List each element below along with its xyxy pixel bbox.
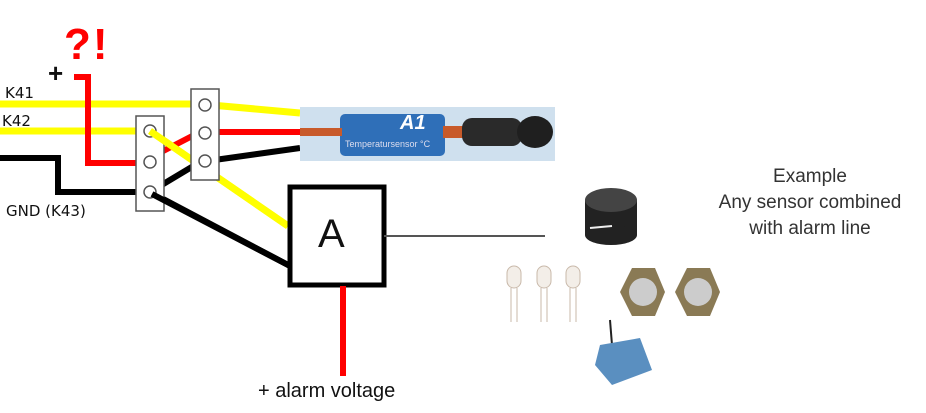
wireless-module-icon (595, 319, 652, 385)
plus-sign: + (48, 58, 64, 88)
question-mark-annotation: ?! (64, 20, 110, 69)
example-line-2: Any sensor combined (718, 192, 902, 213)
buzzer-icon (585, 188, 637, 245)
wire-gnd (0, 155, 150, 195)
wire-k41 (0, 100, 301, 117)
label-gnd: GND (K43) (6, 202, 86, 220)
sensor-name: Temperatursensor °C (345, 139, 431, 149)
temperature-sensor-image (300, 107, 555, 161)
connector-right (190, 88, 220, 181)
label-k42: K42 (2, 112, 31, 130)
power-led-icons (620, 268, 720, 316)
sensor-brand: A1 (400, 112, 426, 134)
alarm-voltage-label: + alarm voltage (258, 380, 396, 402)
example-line-3: with alarm line (749, 218, 871, 239)
alarm-box (287, 184, 387, 288)
example-line-1: Example (773, 166, 847, 187)
label-k41: K41 (5, 84, 34, 102)
example-text: Example Any sensor combined with alarm l… (690, 164, 926, 242)
alarm-box-label: A (318, 212, 345, 256)
led-icons (506, 265, 581, 322)
